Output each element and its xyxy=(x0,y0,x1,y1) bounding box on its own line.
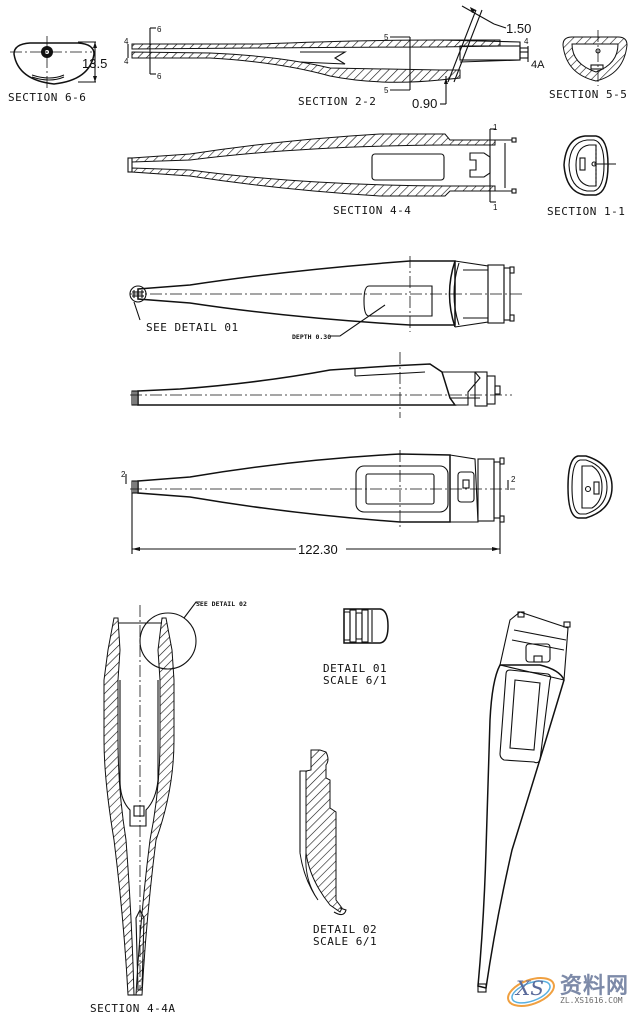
detail-01-view xyxy=(343,608,389,644)
section-1-1-view xyxy=(563,135,616,196)
section-5-5-label: SECTION 5-5 xyxy=(549,88,627,101)
xs-logo-icon xyxy=(507,977,555,1007)
dim-1-50: 1.50 xyxy=(506,21,531,36)
isometric-view xyxy=(477,611,571,993)
front-view xyxy=(125,450,515,554)
section-4-4-view xyxy=(127,128,517,203)
section-6-6-label: SECTION 6-6 xyxy=(8,91,86,104)
section-4-4-label: SECTION 4-4 xyxy=(333,204,411,217)
section-6-6-dimension: 13.5 xyxy=(82,56,107,71)
cut-mark-2-right: 2 xyxy=(511,475,516,484)
section-4-4a-view xyxy=(103,601,200,996)
cut-mark-4-top: 4 xyxy=(124,37,129,46)
see-detail-01-callout: SEE DETAIL 01 xyxy=(146,321,239,334)
depth-note: DEPTH 0.30 xyxy=(292,333,331,341)
watermark-url: ZL.XS1616.COM xyxy=(560,996,623,1005)
detail-02-label: DETAIL 02 xyxy=(313,923,377,936)
watermark-name: 资料网 xyxy=(560,974,630,999)
section-4-4a-label: SECTION 4-4A xyxy=(90,1002,175,1015)
side-view xyxy=(130,352,512,418)
section-2-2-label: SECTION 2-2 xyxy=(298,95,376,108)
cut-mark-4a: 4A xyxy=(531,59,545,71)
detail-01-label: DETAIL 01 xyxy=(323,662,387,675)
cut-mark-6-top: 6 xyxy=(157,25,162,34)
cut-mark-6-bottom: 6 xyxy=(157,72,162,81)
cut-mark-2-left: 2 xyxy=(121,470,126,479)
cut-mark-1-top: 1 xyxy=(493,123,498,132)
cut-mark-4-right: 4 xyxy=(524,37,529,46)
detail-02-view xyxy=(299,749,347,916)
section-6-6-view xyxy=(10,36,97,88)
see-detail-02-callout: SEE DETAIL 02 xyxy=(196,600,247,608)
section-1-1-label: SECTION 1-1 xyxy=(547,205,625,218)
cut-mark-1-bottom: 1 xyxy=(493,203,498,212)
watermark: XS 资料网 ZL.XS1616.COM xyxy=(504,964,632,1014)
cut-mark-5-bottom: 5 xyxy=(384,86,389,95)
cut-mark-5-top: 5 xyxy=(384,33,389,42)
detail-01-scale: SCALE 6/1 xyxy=(323,674,387,687)
end-view xyxy=(567,455,613,519)
section-2-2-view xyxy=(127,5,529,105)
dim-122-30: 122.30 xyxy=(298,542,338,557)
top-view xyxy=(129,256,525,337)
cut-mark-4-bottom: 4 xyxy=(124,57,129,66)
logo-text: XS xyxy=(516,976,544,1000)
section-5-5-view xyxy=(562,30,628,86)
detail-02-scale: SCALE 6/1 xyxy=(313,935,377,948)
dim-0-90: 0.90 xyxy=(412,96,437,111)
